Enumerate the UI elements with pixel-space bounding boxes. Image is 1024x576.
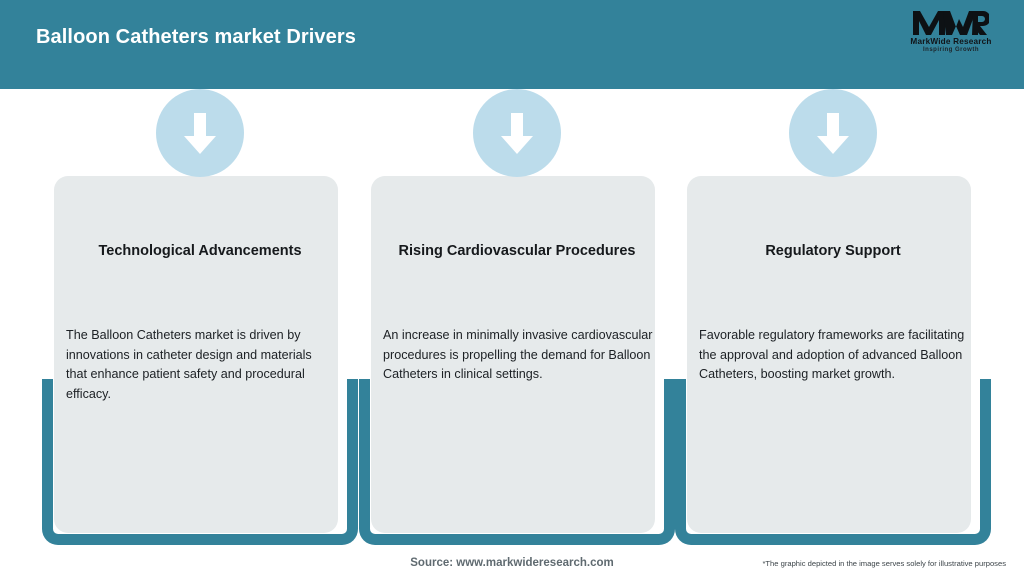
logo-tagline: Inspiring Growth bbox=[923, 47, 979, 53]
page-title: Balloon Catheters market Drivers bbox=[36, 26, 356, 48]
card-panel bbox=[687, 176, 971, 533]
down-arrow-icon bbox=[156, 89, 244, 177]
card-frame bbox=[675, 379, 991, 545]
logo-company-name: MarkWide Research bbox=[910, 37, 992, 46]
driver-card-3[interactable]: Regulatory Support Favorable regulatory … bbox=[675, 89, 991, 549]
mwr-logo-icon bbox=[896, 10, 1006, 36]
card-title: Technological Advancements bbox=[98, 243, 302, 259]
down-arrow-icon bbox=[473, 89, 561, 177]
driver-card-1[interactable]: Technological Advancements The Balloon C… bbox=[42, 89, 358, 549]
card-body: Favorable regulatory frameworks are faci… bbox=[699, 328, 965, 382]
card-body: The Balloon Catheters market is driven b… bbox=[66, 328, 312, 401]
page-header: Balloon Catheters market Drivers MarkWid… bbox=[0, 0, 1024, 89]
source-label: Source: www.markwideresearch.com bbox=[410, 557, 614, 569]
disclaimer-note: *The graphic depicted in the image serve… bbox=[762, 559, 1006, 568]
card-title: Rising Cardiovascular Procedures bbox=[398, 243, 636, 259]
card-title: Regulatory Support bbox=[765, 243, 901, 259]
card-frame bbox=[359, 379, 675, 545]
down-arrow-icon bbox=[789, 89, 877, 177]
card-frame bbox=[42, 379, 358, 545]
card-panel bbox=[54, 176, 338, 533]
drivers-card-row: Technological Advancements The Balloon C… bbox=[0, 89, 1024, 576]
card-body: An increase in minimally invasive cardio… bbox=[383, 328, 653, 382]
brand-logo: MarkWide Research Inspiring Growth bbox=[896, 10, 1006, 68]
driver-card-2[interactable]: Rising Cardiovascular Procedures An incr… bbox=[359, 89, 675, 549]
card-panel bbox=[371, 176, 655, 533]
